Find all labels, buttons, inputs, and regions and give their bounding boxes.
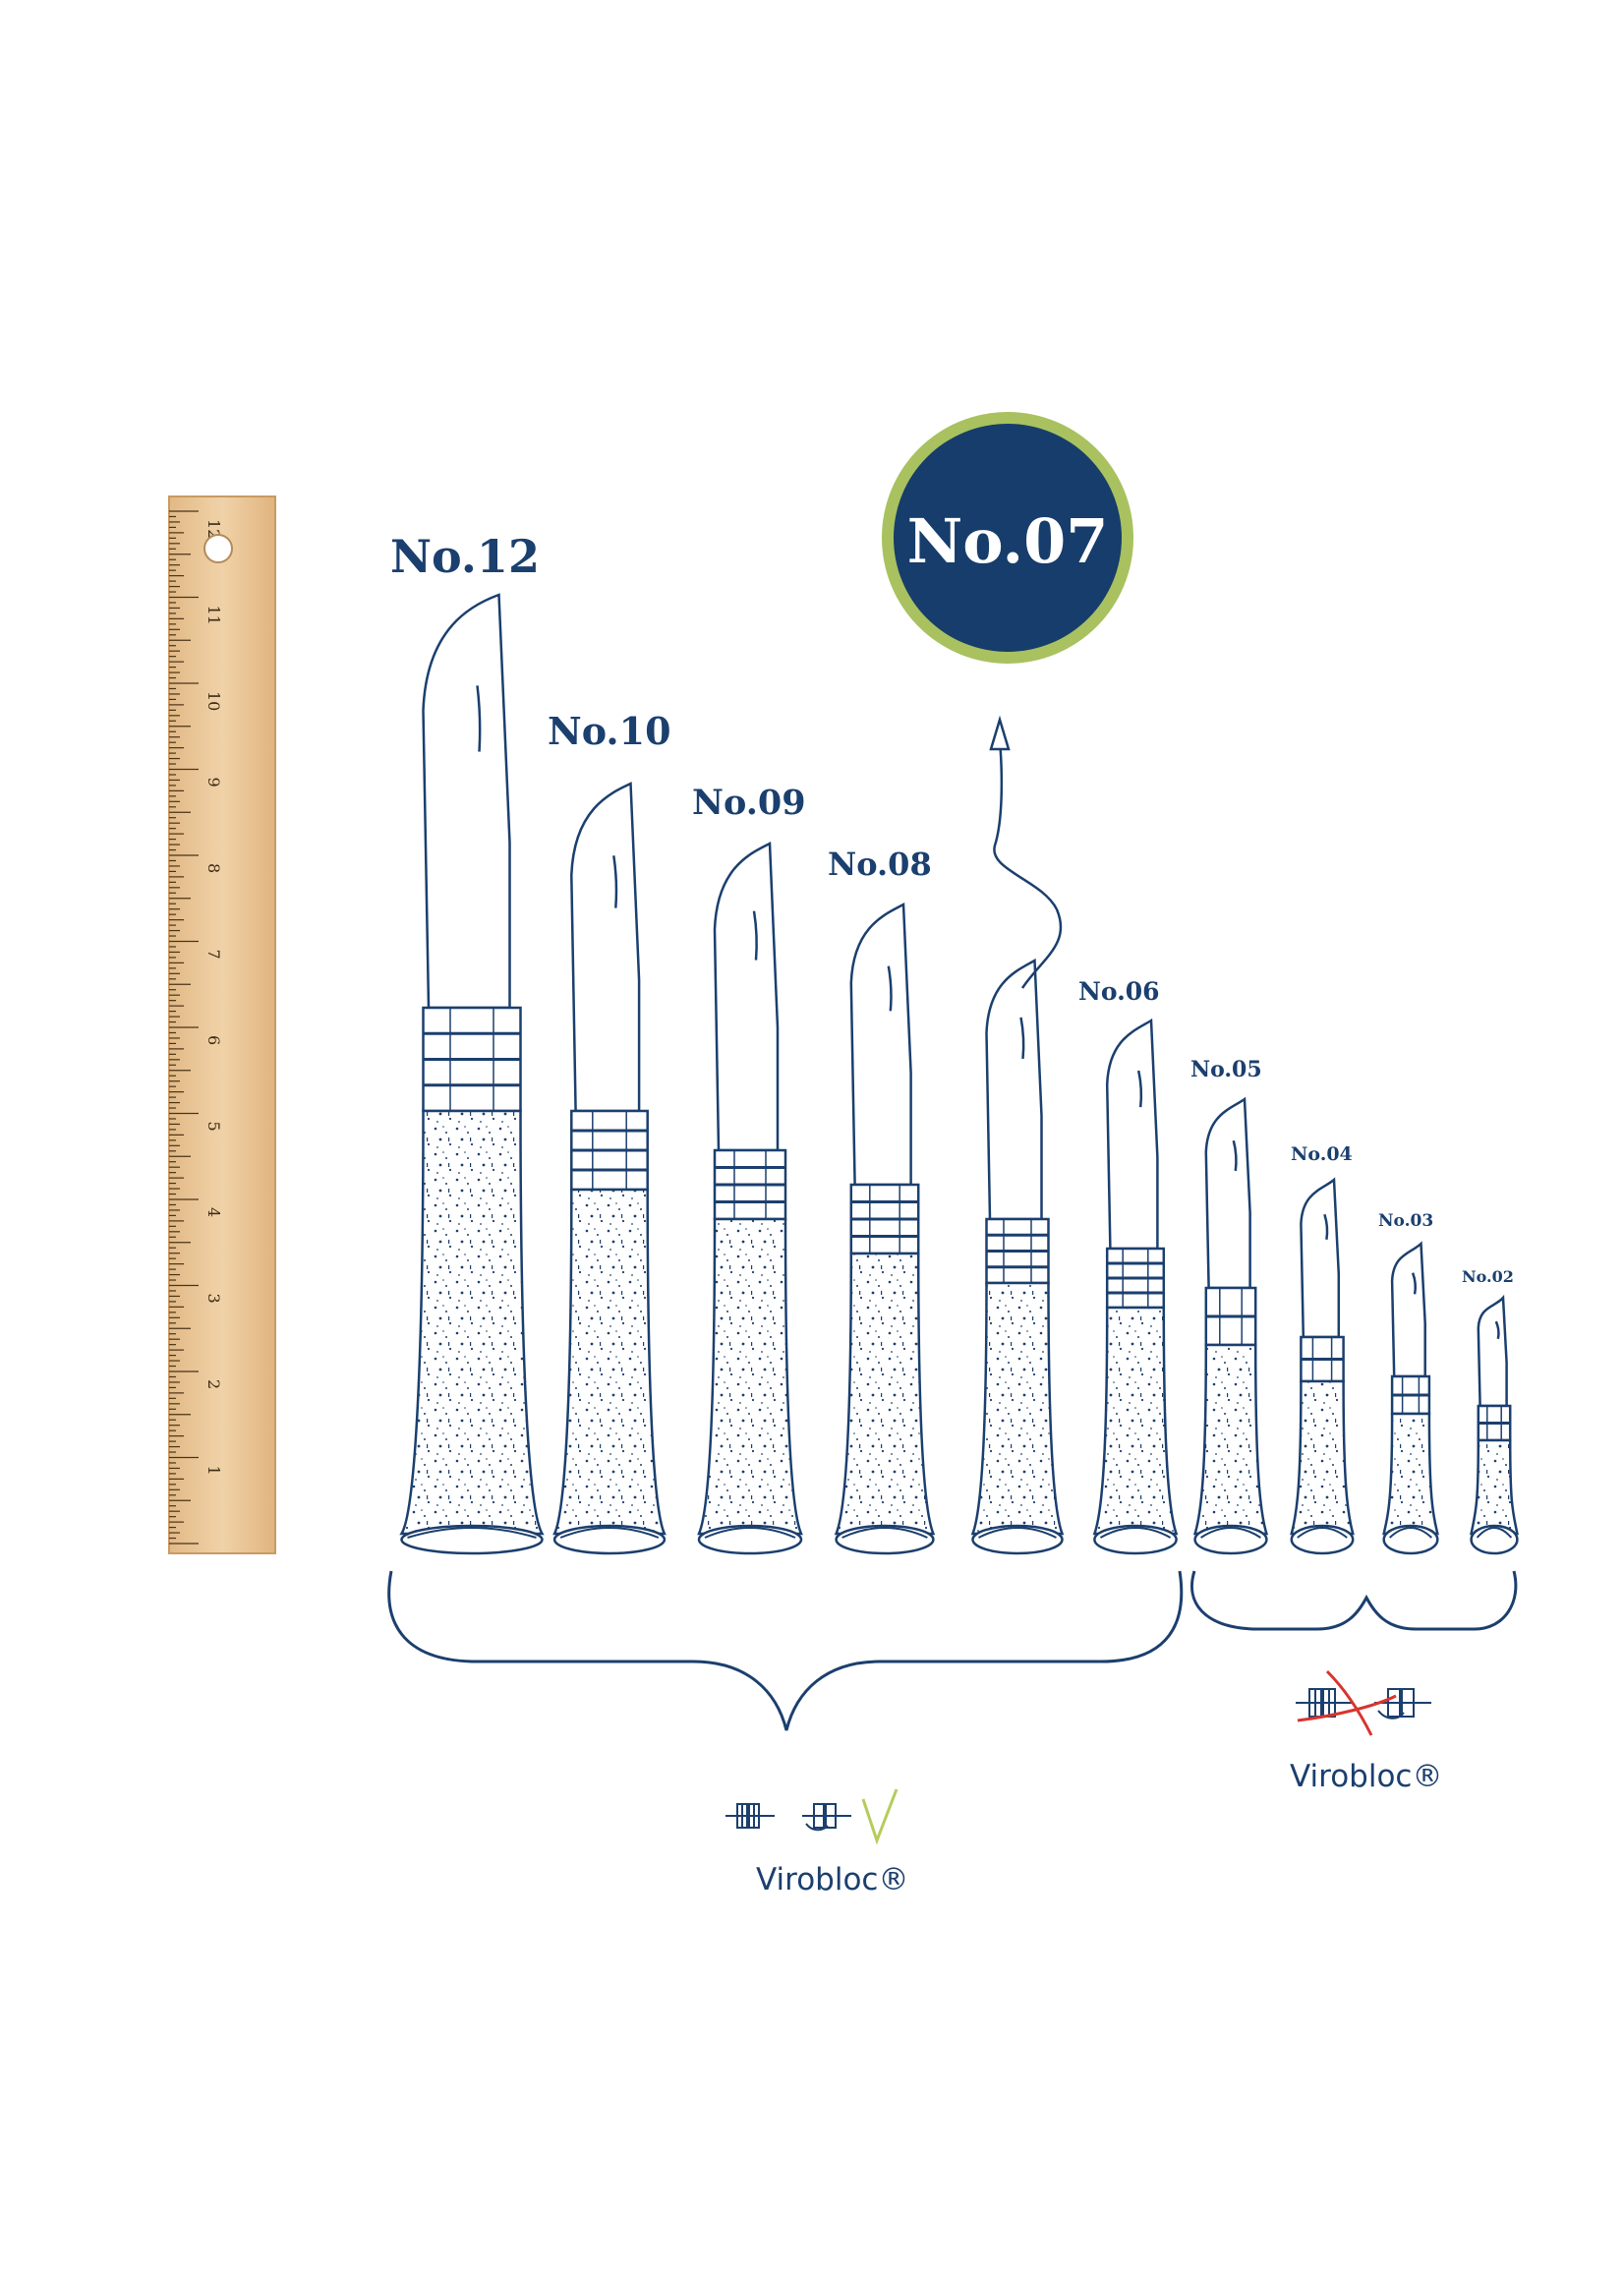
handle-base <box>1290 1524 1355 1555</box>
blade-groove <box>1411 1272 1418 1295</box>
knife-handle <box>1092 1306 1179 1536</box>
handle-base <box>1382 1524 1439 1555</box>
knife-label-no05: No.05 <box>1190 1057 1262 1082</box>
knife-blade <box>1390 1241 1426 1378</box>
highlight-disc <box>894 424 1122 652</box>
handle-base-edge <box>1476 1527 1513 1539</box>
virobloc-brand-small: Virobloc® <box>1290 1759 1442 1794</box>
handle-base-edge <box>559 1527 660 1539</box>
knife-no05 <box>1192 1096 1269 1555</box>
ruler-number: 4 <box>204 1207 223 1217</box>
knife-label-no02: No.02 <box>1462 1267 1514 1286</box>
knife-no06 <box>1092 1018 1179 1555</box>
handle-base <box>552 1524 667 1555</box>
blade-groove <box>752 910 758 961</box>
knife-lineup <box>399 593 1519 1555</box>
handle-base <box>1470 1524 1519 1555</box>
ruler-number: 11 <box>204 606 223 625</box>
knife-label-no06: No.06 <box>1078 977 1160 1006</box>
knife-no12 <box>399 593 545 1555</box>
ruler-hole <box>203 534 233 563</box>
knife-label-no03: No.03 <box>1378 1211 1433 1231</box>
knife-label-no10: No.10 <box>548 709 671 753</box>
ruler-number: 5 <box>204 1122 223 1132</box>
knife-blade <box>1204 1096 1251 1290</box>
handle-base <box>1193 1524 1268 1555</box>
knife-handle <box>552 1188 667 1536</box>
knife-blade <box>1477 1294 1508 1408</box>
blade-groove <box>1494 1320 1500 1340</box>
ruler-number: 6 <box>204 1035 223 1045</box>
handle-base <box>971 1524 1064 1555</box>
handle-base-edge <box>1200 1527 1261 1539</box>
knife-label-no04: No.04 <box>1291 1143 1353 1165</box>
blade-groove <box>1136 1070 1143 1108</box>
virobloc-brand-large: Virobloc® <box>756 1862 908 1897</box>
virobloc-check-icon <box>725 1788 899 1845</box>
handle-base-edge <box>704 1527 796 1539</box>
handle-base-edge <box>1297 1527 1348 1539</box>
blade-groove <box>1019 1017 1025 1060</box>
knife-blade <box>849 902 912 1187</box>
knife-blade <box>1105 1018 1159 1251</box>
ruler-number: 8 <box>204 863 223 873</box>
knife-label-no09: No.09 <box>692 783 806 823</box>
knife-handle <box>834 1252 936 1536</box>
highlight-badge: No.07 <box>882 412 1133 664</box>
handle-base <box>1093 1524 1178 1555</box>
knife-blade <box>570 782 641 1113</box>
ruler-number: 2 <box>204 1379 223 1389</box>
blade-groove <box>476 685 482 752</box>
knife-no04 <box>1290 1177 1355 1555</box>
handle-base <box>697 1524 803 1555</box>
handle-base-edge <box>1099 1527 1172 1539</box>
knife-no03 <box>1382 1241 1439 1555</box>
knife-blade <box>985 958 1043 1221</box>
group-brace-large <box>387 1570 1184 1731</box>
handle-base-edge <box>841 1527 928 1539</box>
knife-label-no12: No.12 <box>390 530 540 583</box>
handle-base <box>835 1524 935 1555</box>
ruler-number: 10 <box>204 691 223 711</box>
virobloc-crossed-icon <box>1296 1669 1431 1736</box>
knife-no02 <box>1470 1294 1519 1555</box>
blade-groove <box>887 965 893 1012</box>
arrow-to-badge <box>989 715 1063 989</box>
knife-handle <box>399 1109 545 1536</box>
knife-labels: No.12 No.10 No.09 No.08 No.06 No.05 No.0… <box>390 530 1514 1286</box>
highlight-label: No.07 <box>907 505 1109 577</box>
knife-no08 <box>834 902 936 1555</box>
knife-no10 <box>552 782 667 1555</box>
knife-blade <box>713 842 780 1152</box>
knife-handle <box>1192 1343 1269 1536</box>
handle-base-edge <box>1389 1527 1432 1539</box>
knife-no07 <box>970 958 1065 1555</box>
ruler-body <box>168 496 276 1554</box>
blade-groove <box>612 855 618 908</box>
ruler-number: 7 <box>204 950 223 960</box>
blade-groove <box>1232 1139 1238 1172</box>
knife-handle <box>1382 1412 1439 1536</box>
ruler-number: 1 <box>204 1466 223 1476</box>
knife-handle <box>1470 1438 1519 1536</box>
handle-base <box>400 1524 544 1555</box>
knife-blade <box>1300 1177 1341 1339</box>
handle-base-edge <box>407 1527 537 1539</box>
knife-no09 <box>697 842 803 1555</box>
knife-handle <box>697 1217 803 1536</box>
group-brace-small <box>1190 1570 1518 1631</box>
ruler-number: 3 <box>204 1294 223 1304</box>
ruler-ticks <box>169 510 199 1545</box>
knife-label-no08: No.08 <box>828 845 932 883</box>
knife-handle <box>970 1281 1065 1536</box>
blade-groove <box>1323 1213 1329 1240</box>
ruler-number: 9 <box>204 778 223 787</box>
handle-base-edge <box>978 1527 1057 1539</box>
knife-handle <box>1290 1379 1355 1536</box>
knife-blade <box>422 593 511 1010</box>
